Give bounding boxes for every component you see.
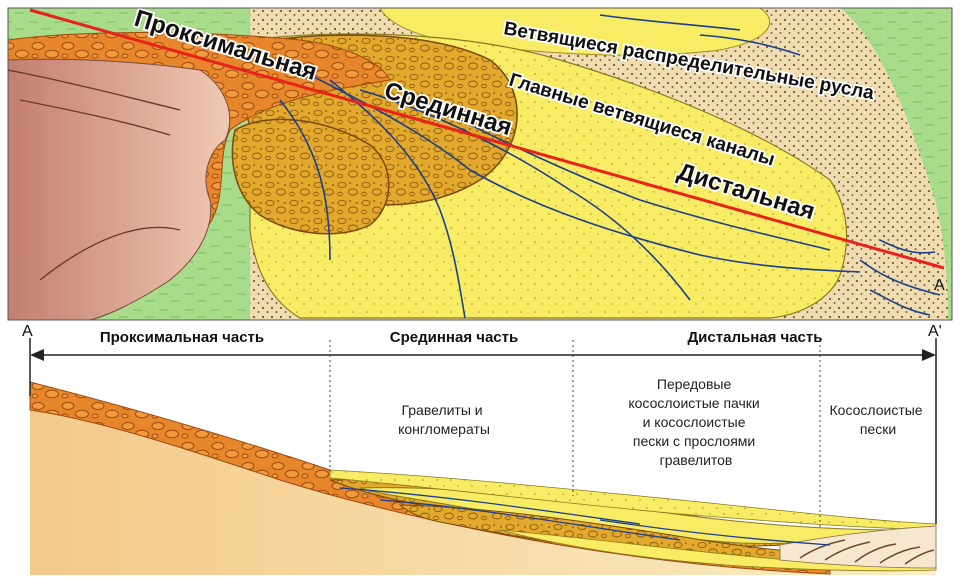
label-a-start: A [22,323,33,340]
inner-lobe [231,118,390,235]
crossbed-marks [799,539,935,565]
channels [279,14,941,319]
header-median: Срединная часть [390,329,518,346]
map-frame [7,7,953,321]
note-median: Гравелиты и конгломераты [398,402,490,437]
mountain-range [8,58,231,320]
arrowhead-left [30,349,44,361]
section-crossbedded-sands [779,525,937,569]
fan-map: Проксимальная Срединная Дистальная Главн… [8,8,952,320]
header-proximal: Проксимальная часть [100,329,264,346]
profile-line [29,8,945,270]
note-crossbedded-sands: Косослоистые пески [830,402,927,437]
arrowhead-right [922,349,936,361]
section-channels [339,487,831,546]
note-distal: Передовые косослоистые пачки и косослоис… [628,376,763,468]
cross-section: A A' Проксимальная часть Срединная часть… [22,323,942,575]
section-base [30,395,936,575]
header-distal: Дистальная часть [688,329,823,346]
mountain-ridge [8,69,181,281]
label-point-a-map: A [934,277,945,294]
label-a-end: A' [928,323,942,340]
